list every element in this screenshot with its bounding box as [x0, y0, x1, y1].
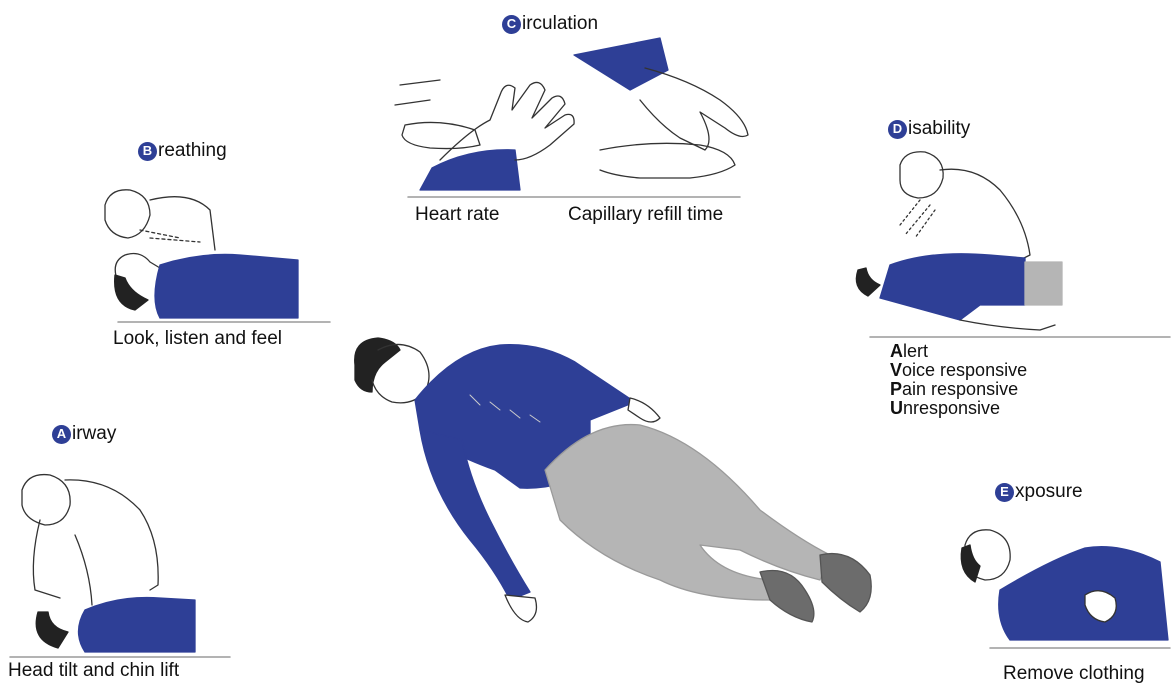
caption-head-tilt: Head tilt and chin lift	[8, 660, 179, 682]
heading-breathing: B reathing	[138, 140, 227, 162]
heading-exposure-rest: xposure	[1015, 481, 1083, 503]
rescuer-body	[150, 197, 215, 250]
casualty-shoe-left	[760, 570, 814, 622]
patient-hair	[961, 545, 980, 582]
casualty-left-hand	[505, 595, 536, 622]
casualty-right-hand	[628, 398, 660, 422]
heading-exposure: E xposure	[995, 481, 1083, 503]
badge-c: C	[502, 15, 521, 34]
badge-d: D	[888, 120, 907, 139]
casualty-hair	[355, 338, 400, 392]
avpu-voice: Voice responsive	[890, 361, 1027, 380]
caption-look-listen-feel: Look, listen and feel	[113, 328, 282, 350]
avpu-pain: Pain responsive	[890, 380, 1027, 399]
heading-airway: A irway	[52, 423, 116, 445]
rescuer-hand-right	[640, 68, 748, 150]
heading-circulation-rest: irculation	[522, 13, 598, 35]
patient-shirt	[79, 598, 196, 653]
avpu-scale: Alert Voice responsive Pain responsive U…	[890, 342, 1027, 418]
heading-disability-rest: isability	[908, 118, 970, 140]
rescuer-body	[940, 169, 1030, 260]
unbuttoning-clothes-icon	[961, 530, 1170, 648]
patient-hair	[36, 612, 68, 648]
patient-hair	[115, 275, 148, 310]
rescuer-head	[900, 152, 943, 198]
hands-pulse-check-icon	[395, 38, 748, 197]
caption-remove-clothing: Remove clothing	[1003, 663, 1145, 685]
wrist-sleeve	[420, 150, 520, 190]
head-tilt-chin-lift-icon	[10, 475, 230, 657]
badge-a: A	[52, 425, 71, 444]
rescuer-shouting-icon	[856, 152, 1170, 337]
heading-disability: D isability	[888, 118, 970, 140]
caption-capillary-refill: Capillary refill time	[568, 204, 723, 226]
heading-breathing-rest: reathing	[158, 140, 227, 162]
avpu-alert: Alert	[890, 342, 1027, 361]
patient-arm	[960, 320, 1055, 330]
rescuer-fingers	[402, 122, 480, 148]
patient-shirt	[880, 254, 1025, 320]
heading-circulation: C irculation	[502, 13, 598, 35]
patient-shirt	[155, 254, 298, 318]
rescuer-body	[65, 480, 158, 590]
rescuer-head	[22, 475, 70, 525]
patient-hair	[856, 268, 880, 296]
patient-shirt	[999, 547, 1168, 640]
patient-finger	[600, 143, 735, 178]
badge-e: E	[995, 483, 1014, 502]
rescuer-sleeve	[574, 38, 668, 90]
casualty-shoe-right	[820, 554, 871, 612]
rescuer-listening-icon	[105, 190, 330, 322]
badge-b: B	[138, 142, 157, 161]
patient-legs	[1025, 262, 1062, 305]
caption-heart-rate: Heart rate	[415, 204, 499, 226]
heading-airway-rest: irway	[72, 423, 116, 445]
avpu-unresponsive: Unresponsive	[890, 399, 1027, 418]
casualty-lying-icon	[355, 338, 872, 622]
